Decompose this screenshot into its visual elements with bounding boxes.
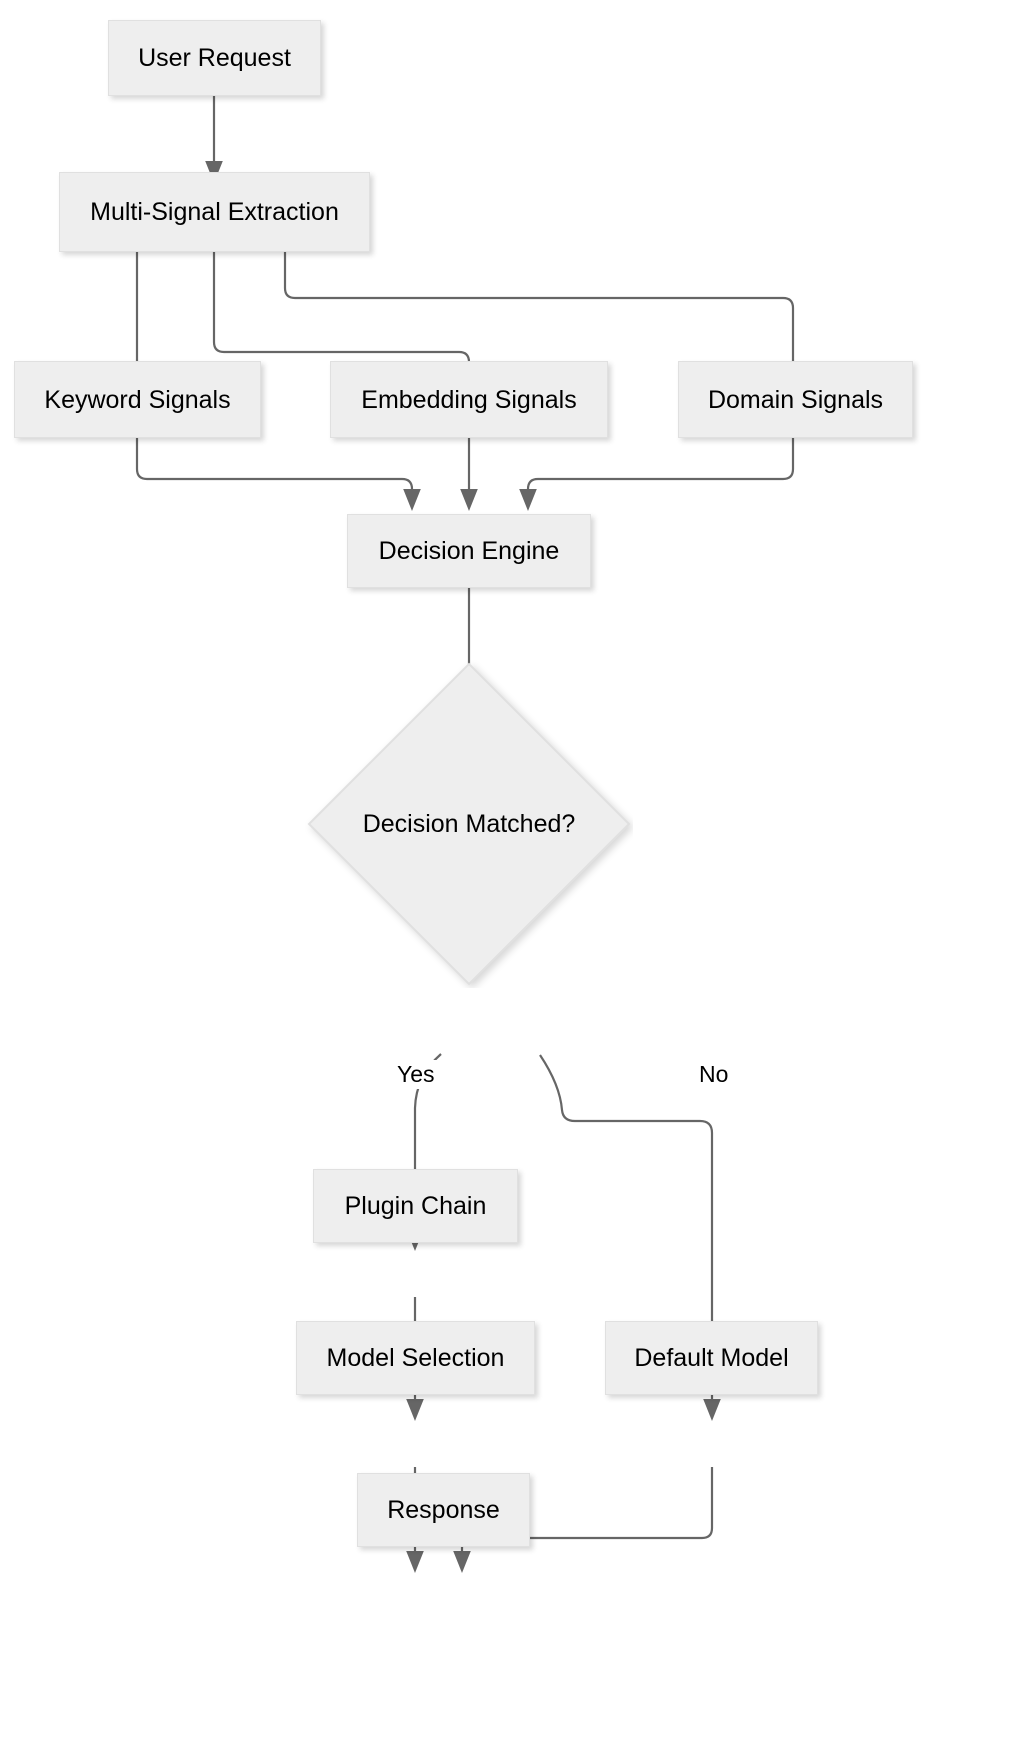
node-decision-engine[interactable]: Decision Engine xyxy=(347,514,591,588)
edge-label-no-text: No xyxy=(699,1061,729,1087)
node-plugin-chain-label: Plugin Chain xyxy=(344,1192,487,1220)
node-model-selection-label: Model Selection xyxy=(326,1344,505,1372)
edge-keyword-signals-to-decision-engine xyxy=(135,438,421,511)
node-decision-matched[interactable]: Decision Matched? xyxy=(305,660,633,988)
diamond-shape xyxy=(307,662,631,986)
node-multi-signal-extraction-label: Multi-Signal Extraction xyxy=(90,198,339,226)
node-response[interactable]: Response xyxy=(357,1473,530,1547)
node-multi-signal-extraction[interactable]: Multi-Signal Extraction xyxy=(59,172,370,252)
node-embedding-signals[interactable]: Embedding Signals xyxy=(330,361,608,438)
node-default-model[interactable]: Default Model xyxy=(605,1321,818,1395)
node-domain-signals[interactable]: Domain Signals xyxy=(678,361,913,438)
edge-label-yes-text: Yes xyxy=(397,1061,435,1087)
node-plugin-chain[interactable]: Plugin Chain xyxy=(313,1169,518,1243)
node-user-request[interactable]: User Request xyxy=(108,20,321,96)
node-model-selection[interactable]: Model Selection xyxy=(296,1321,535,1395)
edge-label-yes: Yes xyxy=(392,1060,440,1089)
node-decision-matched-label: Decision Matched? xyxy=(362,809,576,838)
node-default-model-label: Default Model xyxy=(634,1344,789,1372)
edge-multi-signal-to-domain-signals xyxy=(283,252,802,386)
node-keyword-signals-label: Keyword Signals xyxy=(44,385,231,414)
edge-label-no: No xyxy=(694,1060,734,1089)
edge-multi-signal-to-embedding-signals xyxy=(212,252,478,386)
node-domain-signals-label: Domain Signals xyxy=(707,385,884,414)
edge-domain-signals-to-decision-engine xyxy=(519,438,795,511)
node-embedding-signals-label: Embedding Signals xyxy=(361,385,577,414)
node-decision-engine-label: Decision Engine xyxy=(378,537,560,565)
node-response-label: Response xyxy=(387,1496,500,1524)
node-keyword-signals[interactable]: Keyword Signals xyxy=(14,361,261,438)
node-user-request-label: User Request xyxy=(138,44,291,72)
